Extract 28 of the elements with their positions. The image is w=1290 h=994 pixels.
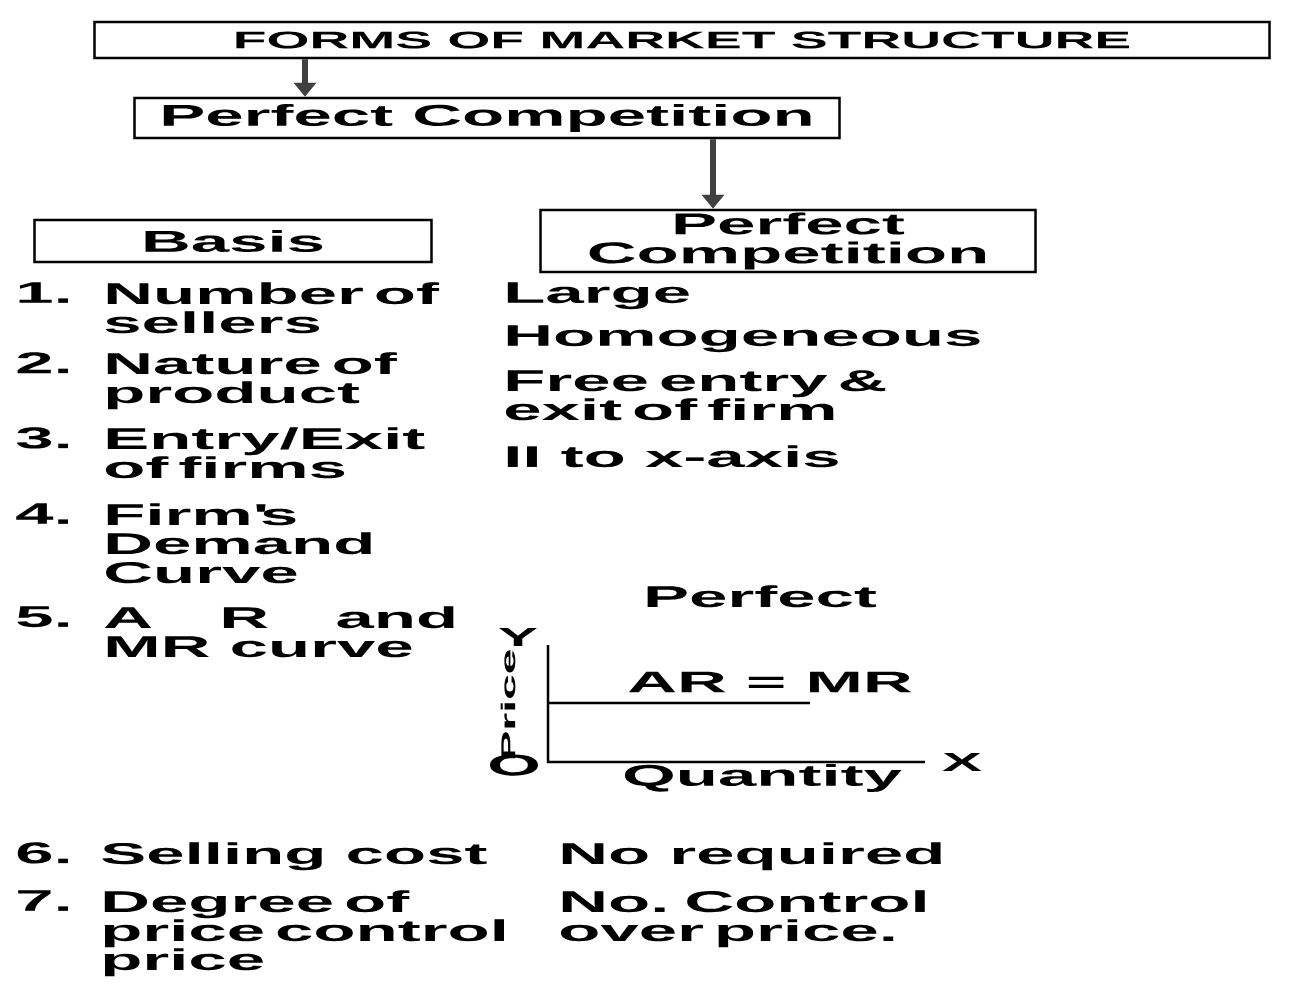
row-label: A R and MR curve bbox=[104, 606, 454, 658]
row-label: Entry/Exit of firms bbox=[105, 427, 425, 479]
title-box: Perfect Competition bbox=[539, 208, 1037, 274]
list-number: 4. bbox=[16, 503, 68, 524]
axis-label: X bbox=[942, 753, 982, 771]
row-label: Nature of product bbox=[107, 352, 397, 410]
curve-label: AR = MR bbox=[628, 671, 912, 693]
row-value: Free entry & exit of firm bbox=[505, 370, 886, 421]
list-number: 3. bbox=[16, 427, 68, 449]
title-box: FORMS OF MARKET STRUCTURE bbox=[93, 20, 1271, 60]
list-number: 6. bbox=[17, 842, 68, 864]
row-value: Large bbox=[507, 282, 689, 310]
title-box: Basis bbox=[33, 218, 433, 264]
row-label: Selling cost bbox=[102, 842, 487, 871]
list-number: 1. bbox=[19, 282, 68, 303]
axis-label: Y bbox=[499, 628, 537, 646]
row-value: No required bbox=[562, 842, 941, 871]
row-value: II to x-axis bbox=[507, 445, 838, 468]
title-box: Perfect Competition bbox=[133, 96, 841, 140]
row-label: Firm's Demand Curve bbox=[106, 503, 371, 584]
chart-title: Perfect bbox=[647, 585, 877, 608]
row-label: Degree of price control price bbox=[104, 890, 504, 977]
list-number: 5. bbox=[17, 606, 68, 628]
list-number: 2. bbox=[17, 352, 68, 374]
row-value: Homogeneous bbox=[507, 325, 980, 353]
axis-label: Quantity bbox=[624, 764, 902, 792]
list-number: 7. bbox=[18, 890, 68, 911]
row-value: No. Control over price. bbox=[560, 890, 925, 948]
